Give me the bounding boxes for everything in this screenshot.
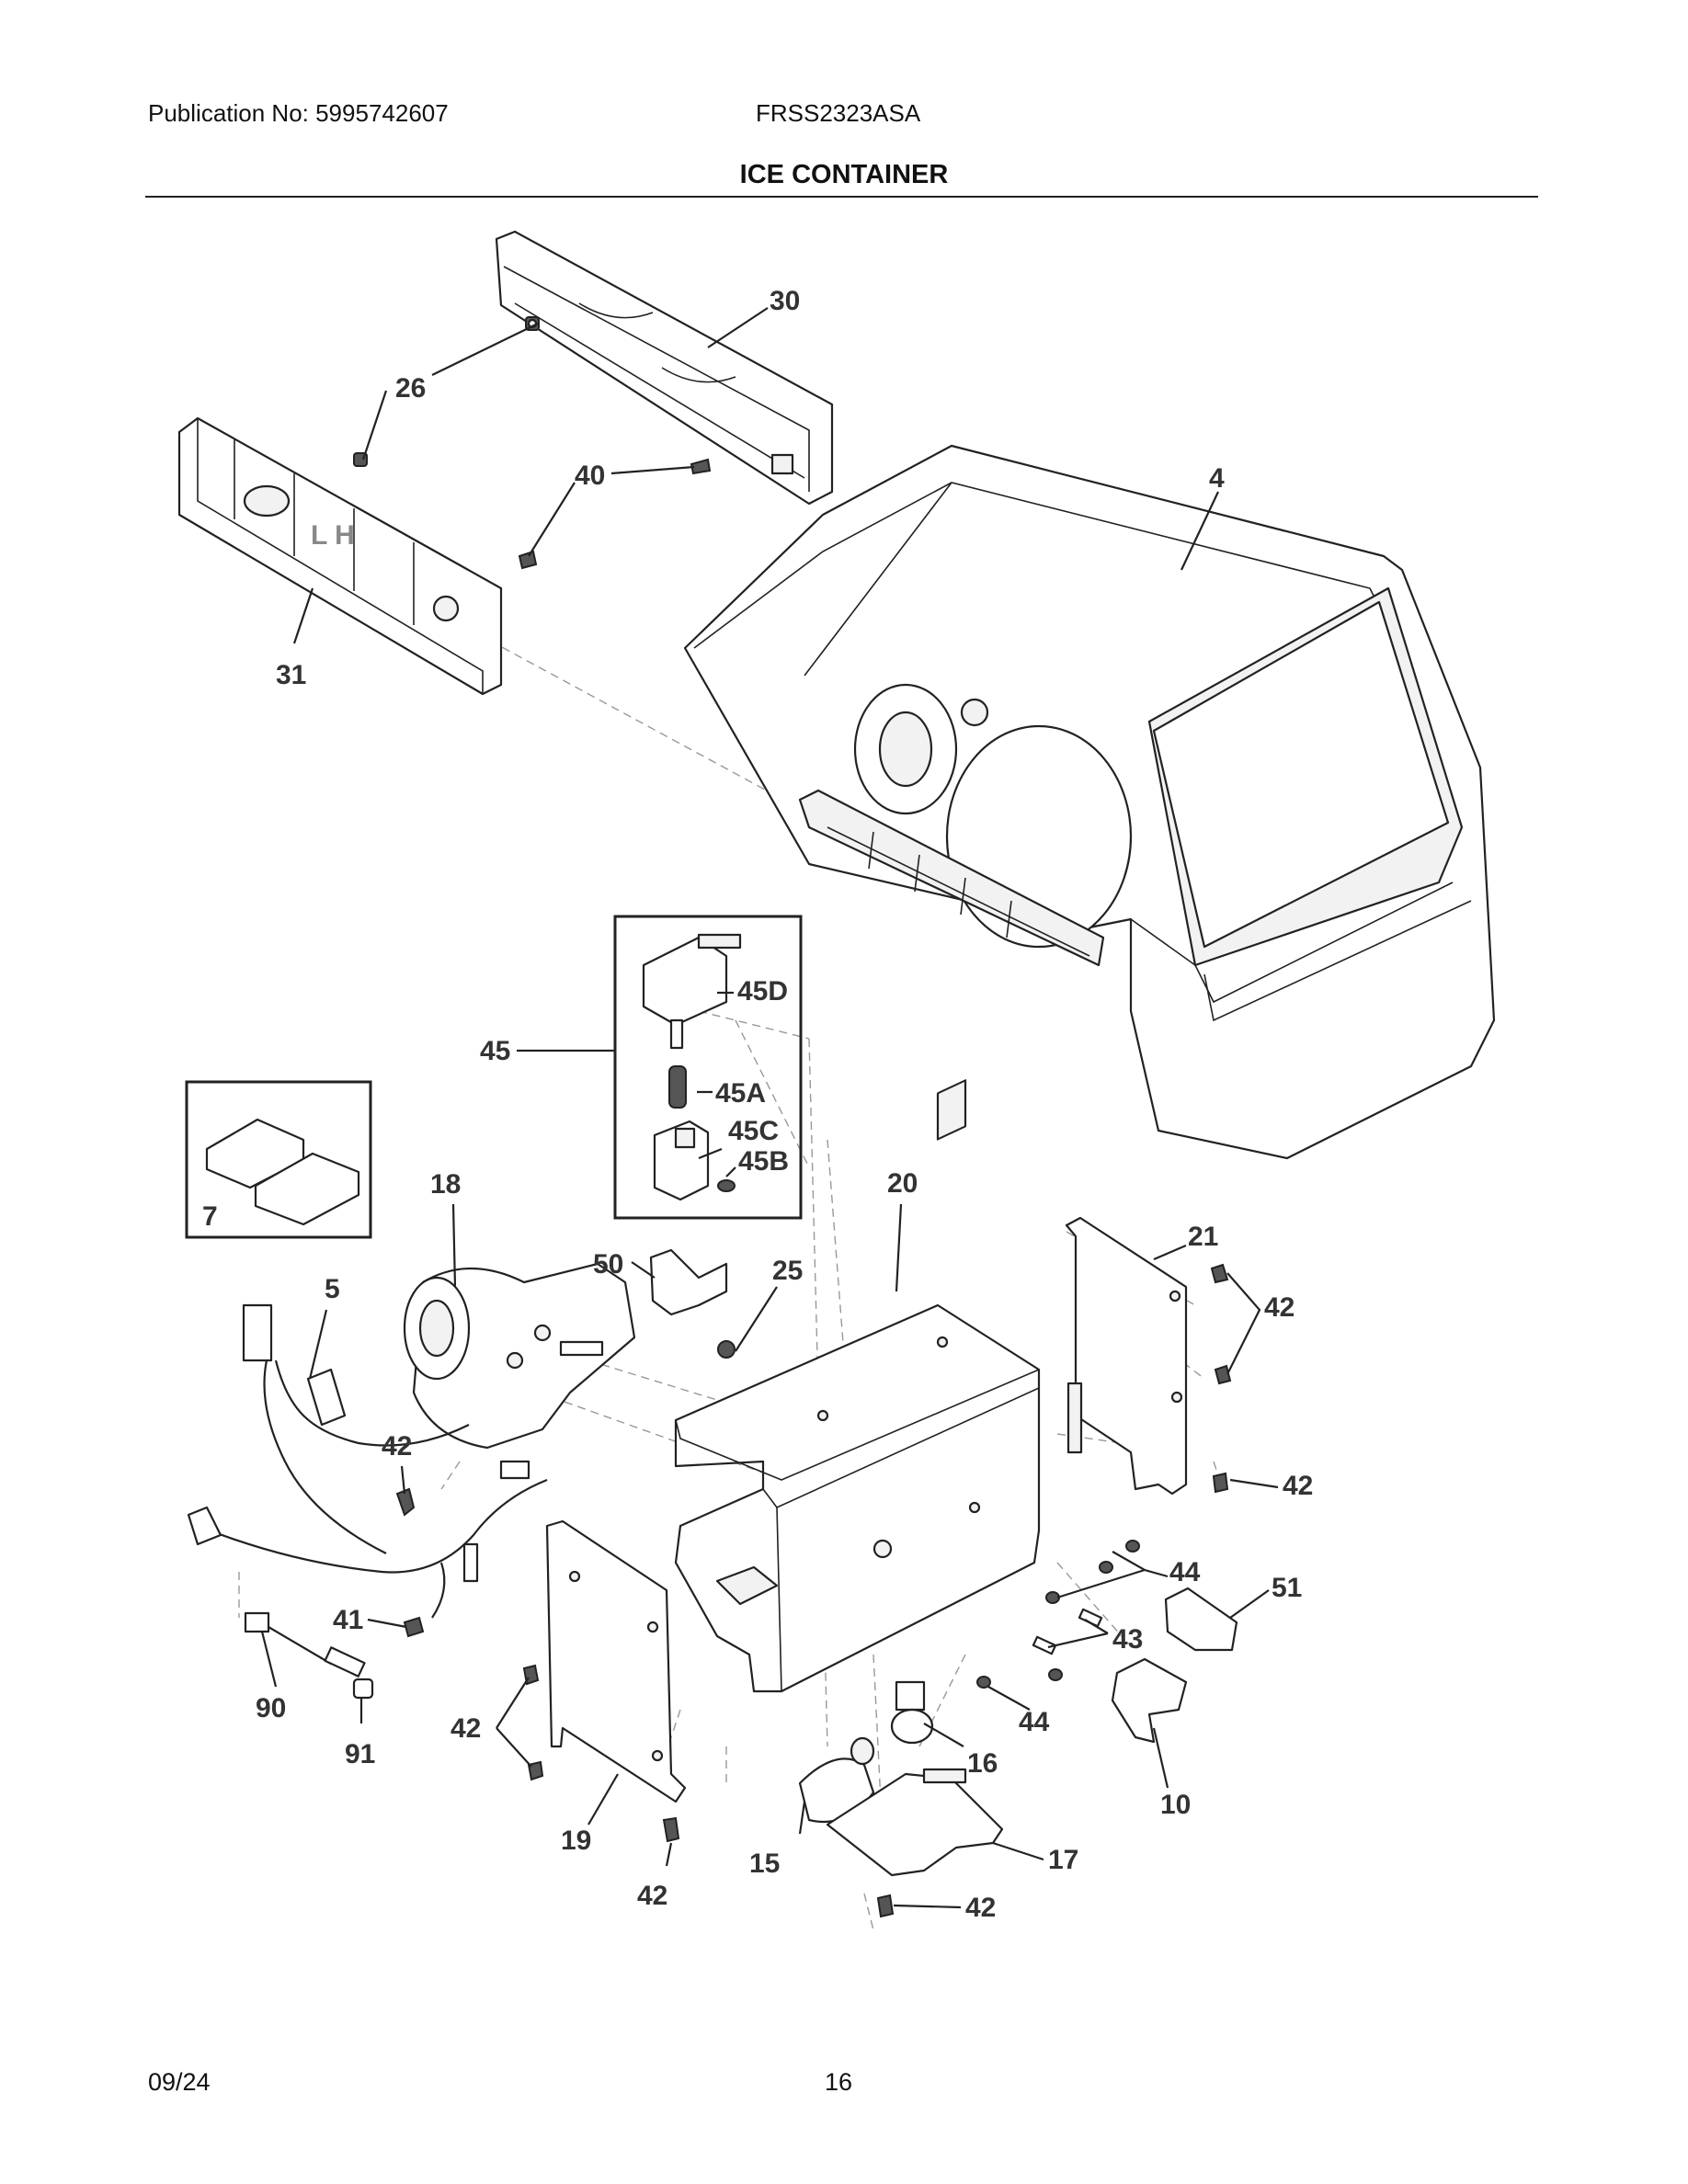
callout-20: 20 — [887, 1168, 918, 1199]
part-30-rail — [495, 230, 834, 506]
header-rule — [145, 196, 1538, 198]
callout-50: 50 — [593, 1249, 623, 1280]
part-90-sensor — [244, 1611, 366, 1678]
callout-15: 15 — [749, 1848, 780, 1879]
part-51-knob — [1164, 1587, 1238, 1652]
screw-40-lower-icon — [518, 550, 538, 570]
screw-42-right-middle-icon — [1214, 1364, 1232, 1385]
part-45a-spring — [668, 1065, 687, 1109]
part-20-main-bracket — [674, 1079, 1041, 1693]
callout-91: 91 — [345, 1739, 375, 1769]
part-7-connector-box — [185, 1080, 372, 1239]
screw-42-plate-lower-icon — [527, 1760, 544, 1781]
part-50-bracket — [649, 1248, 728, 1316]
callout-31: 31 — [276, 660, 306, 690]
callout-16: 16 — [967, 1748, 998, 1779]
part-21-side-plate — [1065, 1216, 1188, 1496]
callout-labels: 30 26 40 4 31 45D 45 45A 45C 45B 7 18 20… — [202, 286, 1313, 1923]
callout-45b: 45B — [738, 1146, 789, 1177]
publication-number: Publication No: 5995742607 — [148, 99, 449, 127]
callout-45c: 45C — [728, 1116, 779, 1146]
screw-41-icon — [403, 1616, 425, 1638]
part-4-ice-container — [683, 444, 1496, 1160]
callout-43: 43 — [1112, 1624, 1143, 1655]
callout-41: 41 — [333, 1605, 363, 1635]
callout-51: 51 — [1272, 1573, 1302, 1603]
part-10-clip — [1111, 1657, 1188, 1744]
callout-10: 10 — [1160, 1790, 1191, 1820]
model-number: FRSS2323ASA — [756, 99, 921, 127]
screw-44-group-icon — [1045, 1540, 1140, 1604]
part-19-plate — [545, 1519, 687, 1803]
screw-42-cover-icon — [876, 1894, 895, 1918]
footer-date: 09/24 — [148, 2068, 211, 2096]
callout-25: 25 — [772, 1256, 803, 1286]
part-45d-solenoid — [642, 933, 742, 1050]
callout-21: 21 — [1188, 1222, 1218, 1252]
page-title: ICE CONTAINER — [739, 160, 949, 189]
callout-19: 19 — [561, 1826, 591, 1856]
part-18-motor — [403, 1262, 636, 1450]
callout-42-right-lower: 42 — [1283, 1471, 1313, 1501]
part-45b-clip — [717, 1179, 736, 1192]
leader-lines — [260, 307, 1279, 1909]
callout-42-plate: 42 — [451, 1713, 481, 1744]
part-16-nozzle — [890, 1680, 934, 1745]
callout-42-harness: 42 — [382, 1431, 412, 1462]
callout-45a: 45A — [715, 1078, 766, 1109]
callout-26: 26 — [395, 373, 426, 404]
callout-90: 90 — [256, 1693, 286, 1723]
part-5-wire-harness — [187, 1303, 548, 1619]
part-31-bracket: L H — [177, 416, 503, 696]
screw-44-lower-icon — [976, 1668, 1063, 1689]
callout-30: 30 — [770, 286, 800, 316]
screw-42-right-upper-icon — [1210, 1263, 1229, 1284]
callout-45d: 45D — [737, 976, 788, 1007]
screw-43-group-icon — [1032, 1608, 1103, 1655]
callout-5: 5 — [325, 1274, 340, 1304]
screw-42-right-lower-icon — [1212, 1472, 1229, 1494]
callout-42-bottom-left: 42 — [637, 1881, 667, 1911]
screw-40-upper-icon — [690, 458, 712, 475]
part-91-clip — [352, 1678, 374, 1700]
callout-4: 4 — [1209, 463, 1225, 494]
part-45-valve-assembly-box — [613, 915, 803, 1220]
part-17-cover — [826, 1768, 1004, 1877]
callout-18: 18 — [430, 1169, 461, 1200]
callout-42-right-upper: 42 — [1264, 1292, 1295, 1323]
footer-page-number: 16 — [825, 2068, 853, 2096]
part-45c-valve-body — [653, 1120, 710, 1201]
callout-42-bottom-right: 42 — [965, 1893, 996, 1923]
screw-42-bottom-icon — [662, 1816, 680, 1843]
screw-25-icon — [717, 1340, 736, 1359]
callout-44-lower: 44 — [1019, 1707, 1050, 1737]
svg-text:L H: L H — [311, 520, 355, 551]
callout-40: 40 — [575, 461, 605, 491]
callout-7: 7 — [202, 1201, 218, 1232]
callout-45: 45 — [480, 1036, 510, 1066]
part-7-connector — [205, 1118, 360, 1226]
callout-44-upper: 44 — [1169, 1557, 1201, 1587]
callout-17: 17 — [1048, 1845, 1078, 1875]
